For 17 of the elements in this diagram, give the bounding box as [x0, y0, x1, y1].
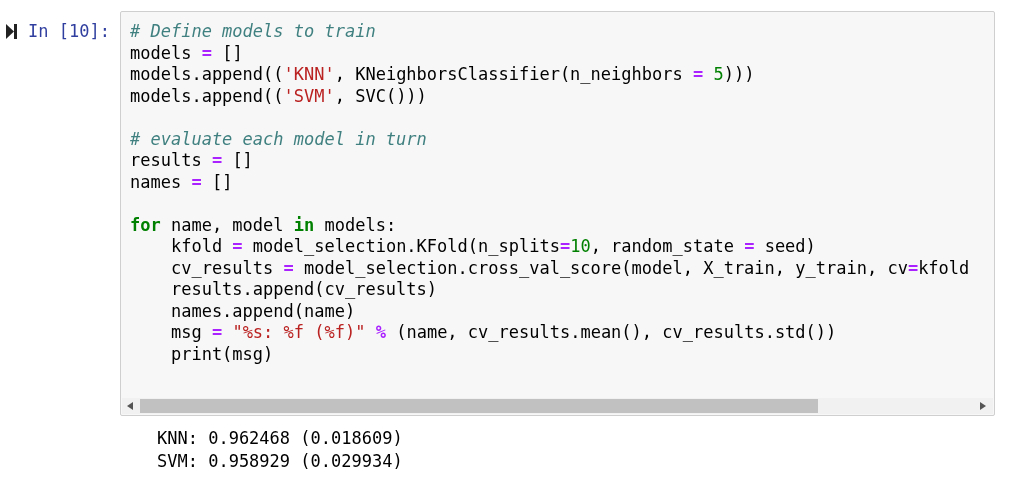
code-line: models = [] [130, 42, 243, 63]
code-line: models.append(('KNN', KNeighborsClassifier(n_neighbors = 5))) [130, 64, 755, 84]
code-line: msg = "%s: %f (%f)" % (name, cv_results.mean(), cv_results.std()) [169, 322, 837, 342]
code-line: names.append(name) [169, 300, 356, 321]
code-line: print(msg) [169, 343, 274, 364]
code-line: cv_results = model_selection.cross_val_score(model, X_train, y_train, cv=kfold [169, 257, 970, 278]
output-line: KNN: 0.962468 (0.018609) [157, 428, 403, 448]
output-line: SVM: 0.958929 (0.029934) [157, 451, 403, 471]
code-line: models.append(('SVM', SVC())) [130, 85, 427, 106]
code-line: names = [] [130, 171, 233, 192]
code-line: # Define models to train [130, 21, 376, 41]
input-prompt: In [10]: [28, 21, 110, 41]
code-line: results.append(cv_results) [169, 279, 438, 299]
code-line: for name, model in models: [130, 214, 397, 235]
code-line: results = [] [130, 150, 253, 170]
code-line: kfold = model_selection.KFold(n_splits=10, random_state = seed) [169, 236, 816, 256]
code-line: # evaluate each model in turn [130, 128, 427, 149]
